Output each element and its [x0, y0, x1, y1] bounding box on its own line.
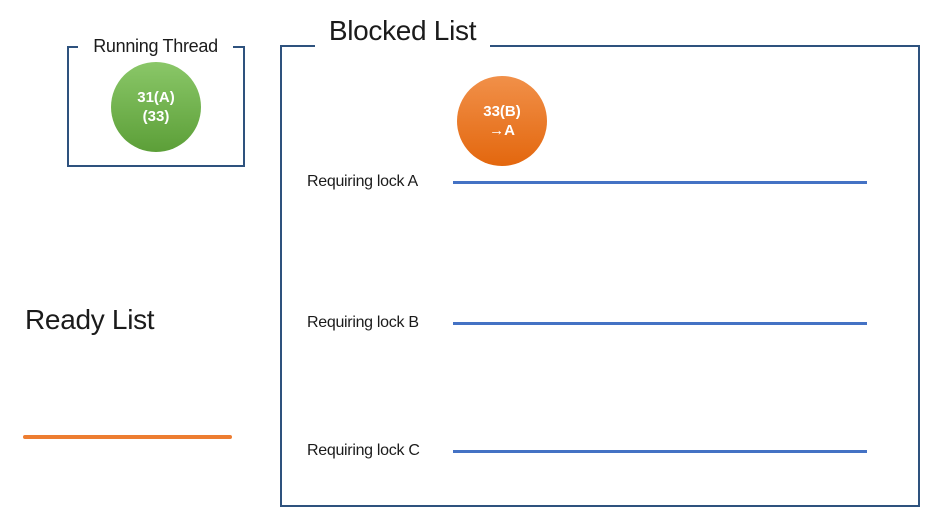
- running-thread-box-title: Running Thread: [78, 33, 233, 59]
- blocked-list-box: [280, 45, 920, 507]
- ready-list-queue-line: [23, 435, 232, 439]
- lock-a-queue-line: [453, 181, 867, 184]
- running-thread-node: 31(A) (33): [111, 62, 201, 152]
- running-thread-priority: (33): [142, 108, 170, 125]
- lock-b-queue-label: Requiring lock B: [307, 314, 419, 331]
- lock-a-queue-label: Requiring lock A: [307, 173, 418, 190]
- running-thread-id: 31(A): [137, 89, 175, 106]
- blocked-thread-id: 33(B): [483, 103, 521, 120]
- blocked-list-box-title: Blocked List: [315, 13, 490, 48]
- blocked-thread-node: 33(B) →A: [457, 76, 547, 166]
- lock-b-queue-line: [453, 322, 867, 325]
- ready-list-title: Ready List: [25, 304, 155, 335]
- blocked-thread-waiting-lock: →A: [489, 122, 515, 139]
- lock-c-queue-label: Requiring lock C: [307, 442, 420, 459]
- lock-c-queue-line: [453, 450, 867, 453]
